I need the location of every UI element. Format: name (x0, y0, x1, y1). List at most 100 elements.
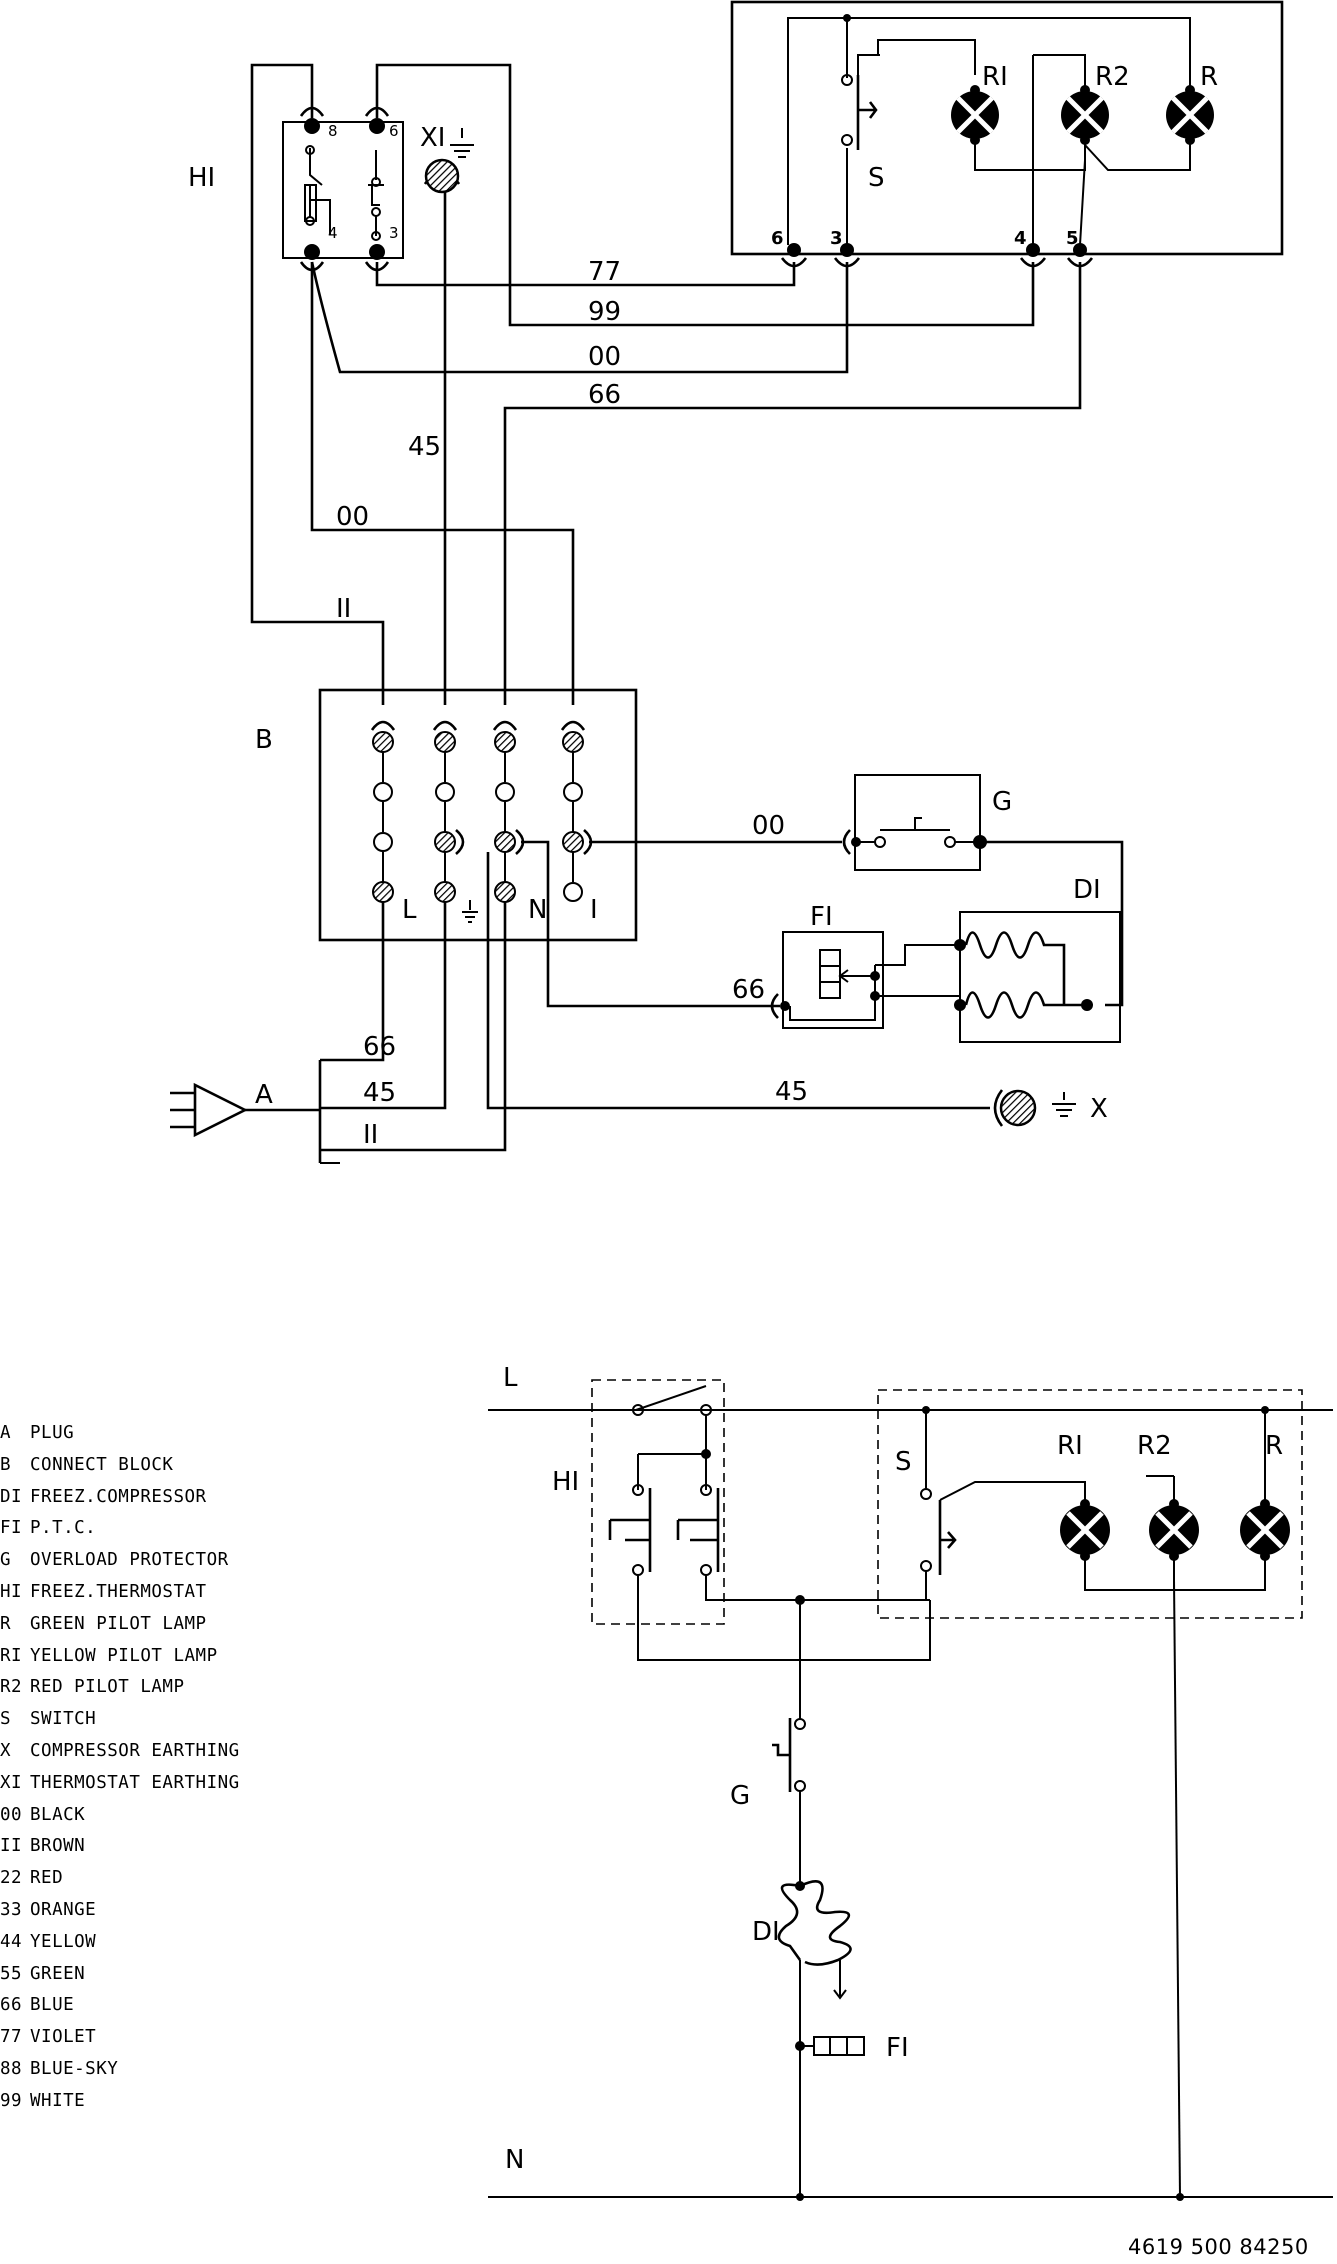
interconnect-wires (250, 63, 1082, 705)
line-label: L (503, 1363, 518, 1393)
legend-code: 00 (0, 1804, 23, 1825)
legend-text: RED PILOT LAMP (30, 1677, 185, 1698)
schematic-thermostat-label: HI (552, 1467, 579, 1497)
connect-block-label: B (255, 725, 273, 755)
thermostat-earthing-label: XI (420, 123, 445, 153)
wire-numbers-top: 77 99 00 66 45 00 II (336, 257, 621, 624)
legend-text: GREEN (30, 1963, 86, 1984)
thermostat-contacts (304, 145, 384, 241)
legend-code: S (0, 1709, 12, 1730)
wire-II-b: II (363, 1120, 378, 1150)
ptc-label: FI (810, 902, 833, 932)
legend-text: VIOLET (30, 2027, 97, 2048)
lamp-panel: S RI R2 R (787, 14, 1218, 246)
connect-block-terminals: L N I (370, 720, 598, 925)
thermostat-terminal-3: 3 (389, 224, 399, 242)
schematic-lamp-box (877, 1389, 1303, 1619)
legend-code: R2 (0, 1677, 23, 1698)
legend-code: 88 (0, 2058, 23, 2079)
legend-text: COMPRESSOR EARTHING (30, 1740, 240, 1761)
panel-terminal-6: 6 (771, 228, 784, 249)
block-terminal-L: L (402, 895, 417, 925)
thermostat-terminal-8: 8 (328, 122, 338, 140)
schematic-lamp-red (1149, 1499, 1199, 1561)
wire-II-a: II (336, 594, 351, 624)
legend-code: 22 (0, 1868, 23, 1889)
legend-row: 44 YELLOW (0, 1927, 300, 1959)
legend-text: BLACK (30, 1804, 86, 1825)
legend-row: 55 GREEN (0, 1959, 300, 1991)
compressor-label: DI (1073, 875, 1101, 905)
legend-text: YELLOW (30, 1931, 97, 1952)
legend-text: YELLOW PILOT LAMP (30, 1645, 218, 1666)
legend-row: A PLUG (0, 1418, 300, 1450)
legend-code: HI (0, 1581, 23, 1602)
schematic-lamp-red-label: R2 (1137, 1431, 1172, 1461)
schematic-ptc-label: FI (886, 2033, 909, 2063)
legend-code: R (0, 1613, 12, 1634)
circuit-schematic: L N HI S (488, 1363, 1333, 2201)
overload-protector-label: G (992, 787, 1012, 817)
wire-77: 77 (588, 257, 621, 287)
wire-99: 99 (588, 297, 621, 327)
legend-row: R2 RED PILOT LAMP (0, 1672, 300, 1704)
legend-code: RI (0, 1645, 23, 1666)
wire-45-c: 45 (775, 1077, 808, 1107)
lamp-green-label: R (1200, 62, 1218, 92)
thermostat-terminal-4: 4 (328, 224, 338, 242)
legend-text: PLUG (30, 1423, 75, 1443)
legend-text: THERMOSTAT EARTHING (30, 1772, 240, 1793)
schematic-lamp-green-label: R (1265, 1431, 1283, 1461)
legend-code: DI (0, 1486, 23, 1507)
legend-text: FREEZ.THERMOSTAT (30, 1581, 207, 1602)
legend-row: HI FREEZ.THERMOSTAT (0, 1577, 300, 1609)
panel-terminal-4: 4 (1014, 228, 1027, 249)
legend-row: 00 BLACK (0, 1800, 300, 1832)
legend-text: BLUE-SKY (30, 2058, 119, 2079)
thermostat-earth: XI (420, 123, 474, 194)
wire-45-b: 45 (363, 1078, 396, 1108)
wire-45-a: 45 (408, 432, 441, 462)
block-terminal-N: N (528, 895, 547, 925)
schematic-thermostat-box (591, 1379, 725, 1625)
document-number: 4619 500 84250 (1128, 2235, 1309, 2259)
thermostat-box (282, 121, 404, 259)
schematic-lamp-green (1240, 1499, 1290, 1561)
legend-code: II (0, 1836, 23, 1857)
wire-66-b: 66 (363, 1032, 396, 1062)
compressor-earth: X (993, 1089, 1108, 1127)
switch-label: S (868, 163, 885, 193)
legend-code: 77 (0, 2027, 23, 2048)
connect-block-box (318, 688, 638, 942)
plug-label: A (255, 1080, 273, 1110)
panel-terminals: 6 3 4 5 (771, 228, 1094, 268)
wiring-layout: 8 6 4 3 HI XI S (170, 0, 1284, 1164)
legend-text: BLUE (30, 1995, 75, 2016)
wire-00-b: 00 (336, 502, 369, 532)
legend-code: A (0, 1423, 12, 1443)
legend-code: 33 (0, 1899, 23, 1920)
compressor-earthing-label: X (1090, 1094, 1108, 1124)
legend-code: 44 (0, 1931, 23, 1952)
schematic-compressor-label: DI (752, 1917, 780, 1947)
legend-code: 55 (0, 1963, 23, 1984)
legend-row: 88 BLUE-SKY (0, 2054, 300, 2086)
block-terminal-I: I (590, 895, 598, 925)
lamp-panel-box (730, 0, 1284, 256)
supply-wires: 66 45 II 00 66 45 (318, 811, 990, 1164)
lamp-red (1061, 85, 1109, 145)
legend-code: G (0, 1550, 12, 1571)
legend-code: FI (0, 1518, 23, 1539)
panel-terminal-3: 3 (830, 228, 843, 249)
